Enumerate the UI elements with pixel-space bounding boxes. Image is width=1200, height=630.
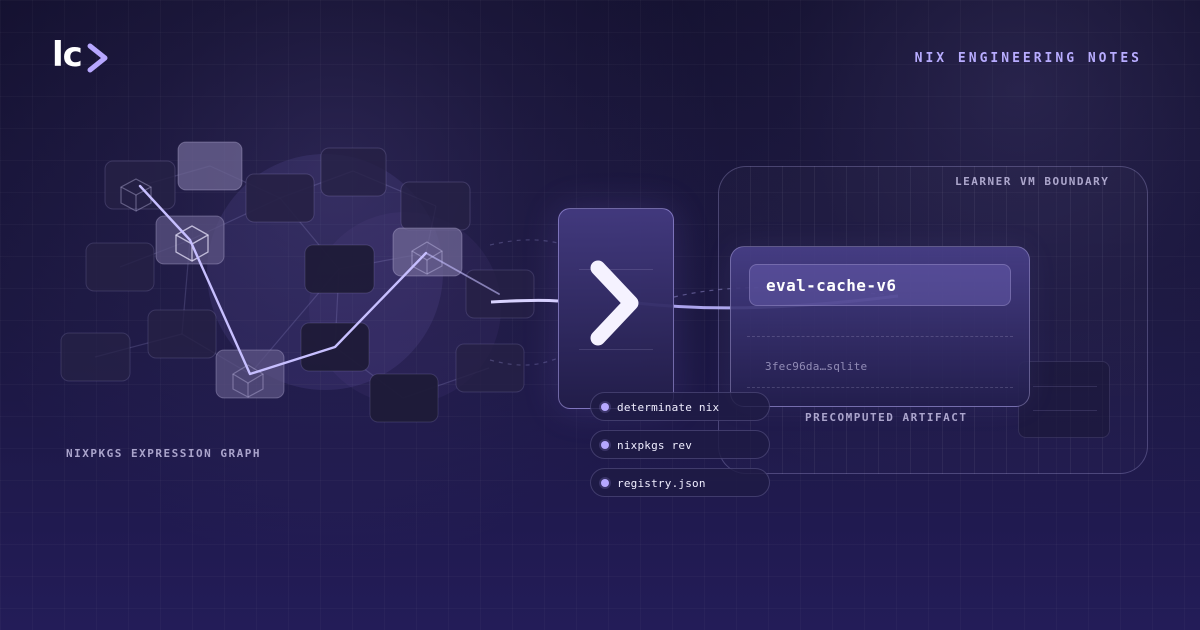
graph-node [465, 269, 535, 319]
selected-dependency-path [138, 184, 500, 376]
input-chip-registry-json: registry.json [590, 468, 770, 497]
brand-logo: lc [52, 35, 110, 76]
graph-node [60, 332, 131, 382]
input-chip-label: determinate nix [617, 401, 720, 414]
graph-node [85, 242, 155, 292]
graph-highlight-edge [138, 184, 428, 376]
artifact-divider [747, 387, 1013, 388]
cache-name: eval-cache-v6 [766, 276, 897, 295]
precomputed-artifact-card: eval-cache-v6 3fec96da…sqlite [730, 246, 1030, 407]
package-cube-icon [232, 364, 264, 398]
vm-boundary-label: LEARNER VM BOUNDARY [955, 175, 1110, 188]
input-dashed-connector [489, 357, 559, 366]
graph-node [304, 244, 375, 294]
artifact-label: PRECOMPUTED ARTIFACT [805, 411, 968, 424]
page-title: NIX ENGINEERING NOTES [914, 51, 1142, 66]
cache-name-pill: eval-cache-v6 [749, 264, 1011, 306]
side-panel-divider [1033, 386, 1097, 387]
status-dot-icon [601, 441, 609, 449]
graph-node [400, 181, 471, 231]
input-chip-label: nixpkgs rev [617, 439, 693, 452]
brand-logo-text: lc [52, 35, 83, 75]
status-dot-icon [601, 479, 609, 487]
graph-node [245, 173, 315, 223]
graph-node [320, 147, 387, 197]
input-chip-label: registry.json [617, 477, 706, 490]
chevron-right-icon [87, 43, 108, 73]
terminal-divider [579, 349, 653, 350]
graph-highlight-edge [425, 252, 500, 295]
terminal-divider [579, 269, 653, 270]
input-dashed-connector [489, 239, 559, 246]
input-connector [490, 298, 559, 304]
artifact-divider [747, 336, 1013, 337]
artifact-file-name: 3fec96da…sqlite [765, 360, 868, 373]
vm-side-panel [1018, 361, 1110, 438]
status-dot-icon [601, 403, 609, 411]
terminal-prompt-icon [590, 260, 639, 346]
graph-node [147, 309, 217, 359]
input-chip-determinate-nix: determinate nix [590, 392, 770, 421]
graph-node [177, 141, 243, 191]
package-cube-icon [120, 178, 152, 212]
graph-node [455, 343, 525, 393]
graph-node [369, 373, 439, 423]
graph-label: NIXPKGS EXPRESSION GRAPH [66, 447, 261, 460]
side-panel-divider [1033, 410, 1097, 411]
input-chip-nixpkgs-rev: nixpkgs rev [590, 430, 770, 459]
